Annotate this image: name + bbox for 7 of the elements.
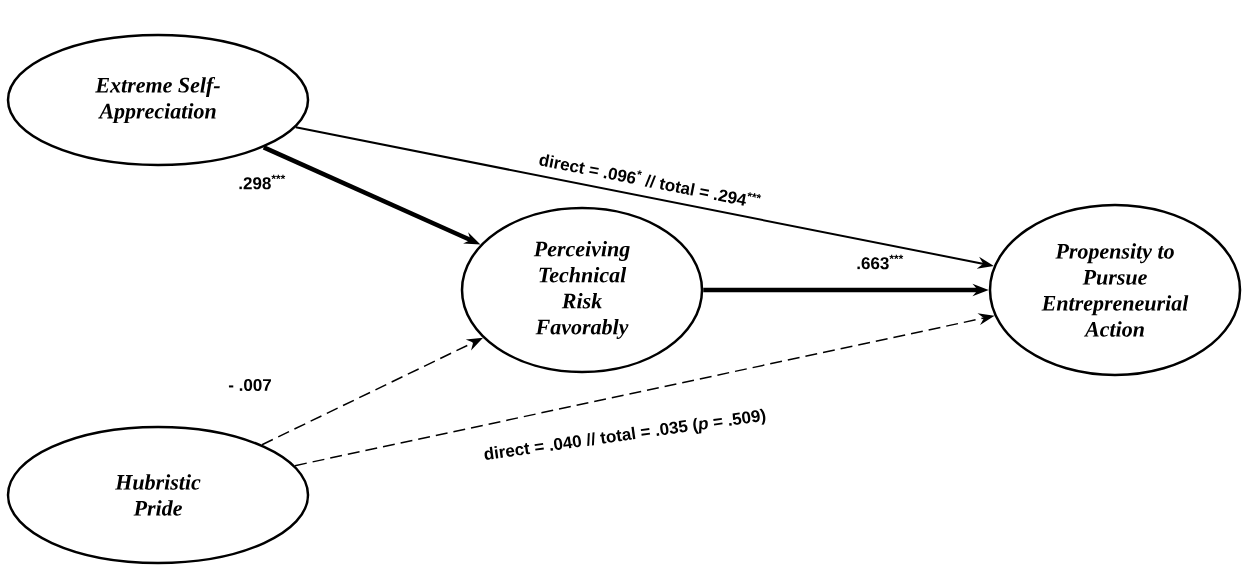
ellipse-node: Hubristic Pride [6, 425, 310, 565]
edge-label: .663$^{***}$ [855, 253, 905, 271]
edge-label: - .007 [227, 377, 273, 392]
edge-label: .298$^{***}$ [237, 173, 287, 191]
ellipse-node: Propensity to Pursue Entrepreneurial Action [988, 203, 1242, 377]
ellipse-node: Perceiving Technical Risk Favorably [460, 206, 704, 374]
ellipse-node: Extreme Self-Appreciation [6, 33, 310, 167]
